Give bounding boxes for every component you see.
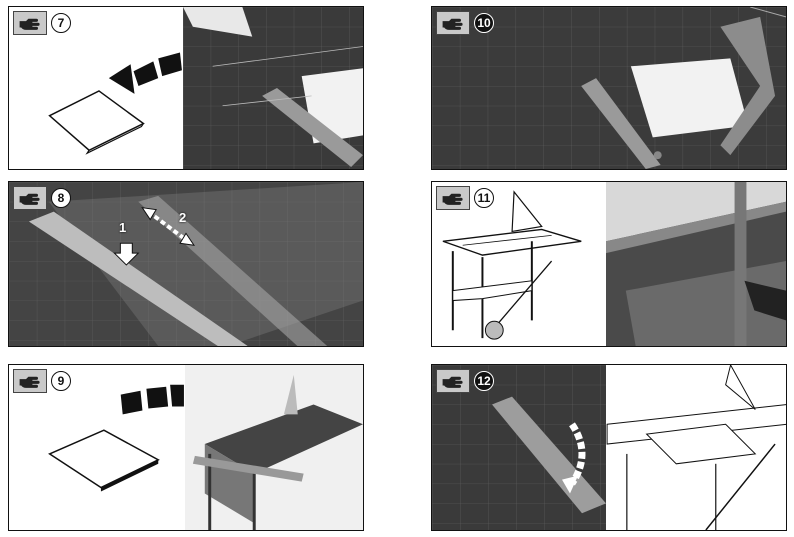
step-number: 12 [474, 371, 494, 391]
hand-pointing-icon [436, 11, 470, 35]
hand-pointing-icon [436, 369, 470, 393]
step-badge: 12 [436, 369, 494, 393]
step-badge: 7 [13, 11, 71, 35]
step-badge: 11 [436, 186, 494, 210]
step-11-panel: 11 [431, 181, 787, 347]
illustration-paper-stack-arrow [9, 365, 185, 530]
step-10-panel: 10 [431, 6, 787, 170]
step-badge: 8 [13, 186, 71, 210]
step-number: 9 [51, 371, 71, 391]
step-12-panel: 12 [431, 364, 787, 531]
step-7-panel: 7 [8, 6, 364, 170]
marker-1: 1 [119, 220, 127, 235]
hand-pointing-icon [13, 11, 47, 35]
step-number: 7 [51, 13, 71, 33]
photo-guide-adjust [9, 182, 363, 346]
step-9-panel: 9 [8, 364, 364, 531]
photo-cutter-table [183, 7, 363, 169]
hand-pointing-icon [13, 186, 47, 210]
step-number: 11 [474, 188, 494, 208]
illustration-paper-arrow [9, 7, 183, 169]
photo-cutter-side-view [185, 365, 363, 530]
marker-2: 2 [179, 210, 187, 225]
step-number: 10 [474, 13, 494, 33]
hand-pointing-icon [13, 369, 47, 393]
step-8-panel: 8 1 2 [8, 181, 364, 347]
photo-foot-pedal [606, 182, 786, 346]
step-badge: 10 [436, 11, 494, 35]
illustration-blade-closeup [606, 365, 786, 530]
photo-paper-aligned [432, 7, 786, 169]
hand-pointing-icon [436, 186, 470, 210]
step-number: 8 [51, 188, 71, 208]
illustration-cutter-stand [432, 182, 606, 346]
step-badge: 9 [13, 369, 71, 393]
